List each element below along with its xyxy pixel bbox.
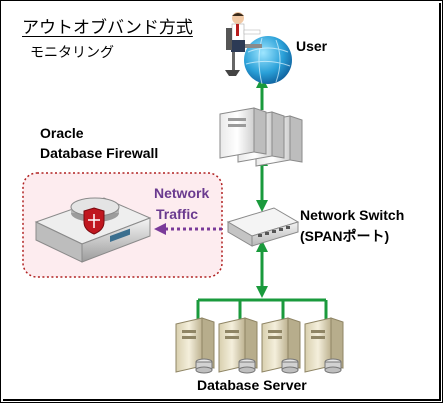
firewall-label-line1: Oracle [40, 125, 84, 141]
diagram-title: アウトオブバンド方式 [22, 18, 193, 38]
connectors [196, 76, 328, 322]
firewall-label-line2: Database Firewall [40, 145, 159, 161]
traffic-label-line2: Traffic [156, 206, 199, 222]
switch-label-line2: (SPANポート) [300, 228, 390, 244]
network-switch-icon [226, 207, 300, 247]
switch-label-line1: Network Switch [300, 207, 405, 223]
user-label: User [296, 38, 328, 54]
user-icon [225, 12, 292, 85]
traffic-label-line1: Network [154, 185, 210, 201]
firewall-appliance-icon [34, 197, 152, 263]
database-servers-icon [175, 317, 344, 374]
server-stack-icon [219, 107, 303, 167]
diagram-subtitle: モニタリング [30, 45, 114, 61]
db-server-label: Database Server [197, 377, 307, 393]
